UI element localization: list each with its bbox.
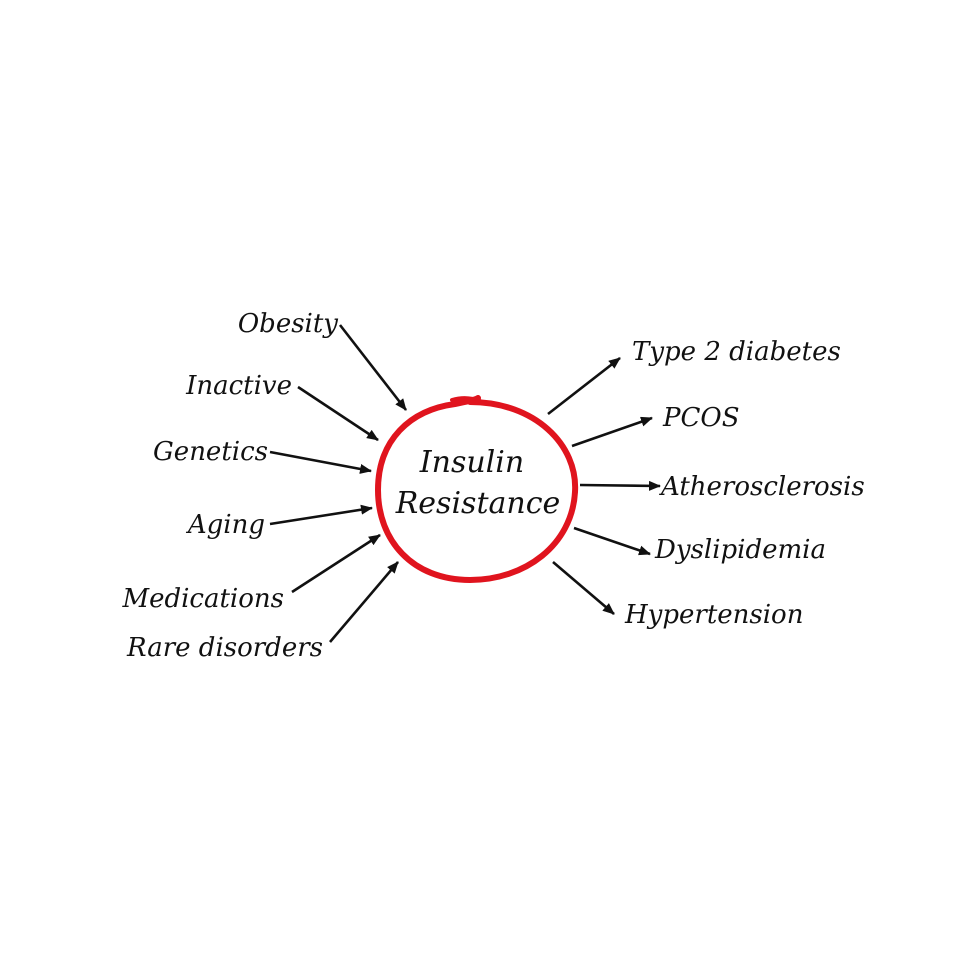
cause-obesity-arrow [338, 324, 408, 411]
effect-type2-diabetes-arrow [547, 356, 621, 416]
effect-type2-diabetes-label: Type 2 diabetes [632, 337, 841, 367]
center-circle-overlap [450, 396, 482, 403]
cause-aging-arrow [269, 504, 373, 526]
effect-dyslipidemia-arrow [573, 526, 651, 556]
effect-dyslipidemia-label: Dyslipidemia [654, 535, 826, 565]
center-label-line1: Insulin [419, 445, 524, 480]
cause-aging-label: Aging [186, 510, 265, 540]
cause-inactive-arrow [297, 385, 379, 442]
effect-pcos-label: PCOS [662, 403, 740, 433]
cause-medications-arrow [291, 533, 381, 594]
cause-obesity-label: Obesity [238, 309, 338, 339]
effect-pcos-arrow [571, 416, 653, 448]
effect-hypertension-arrow [552, 561, 615, 615]
cause-rare-disorders-arrow [329, 561, 399, 643]
cause-inactive-label: Inactive [185, 371, 292, 401]
cause-rare-disorders-label: Rare disorders [126, 633, 323, 663]
effect-hypertension-label: Hypertension [624, 600, 803, 630]
effect-atherosclerosis-arrow [579, 480, 661, 491]
center-label-line2: Resistance [395, 486, 561, 521]
cause-genetics-label: Genetics [153, 437, 268, 467]
cause-medications-label: Medications [121, 584, 284, 614]
center-circle-stroke [374, 395, 579, 584]
cause-genetics-arrow [269, 450, 372, 474]
center-circle [374, 395, 579, 584]
effect-atherosclerosis-label: Atherosclerosis [659, 472, 865, 502]
